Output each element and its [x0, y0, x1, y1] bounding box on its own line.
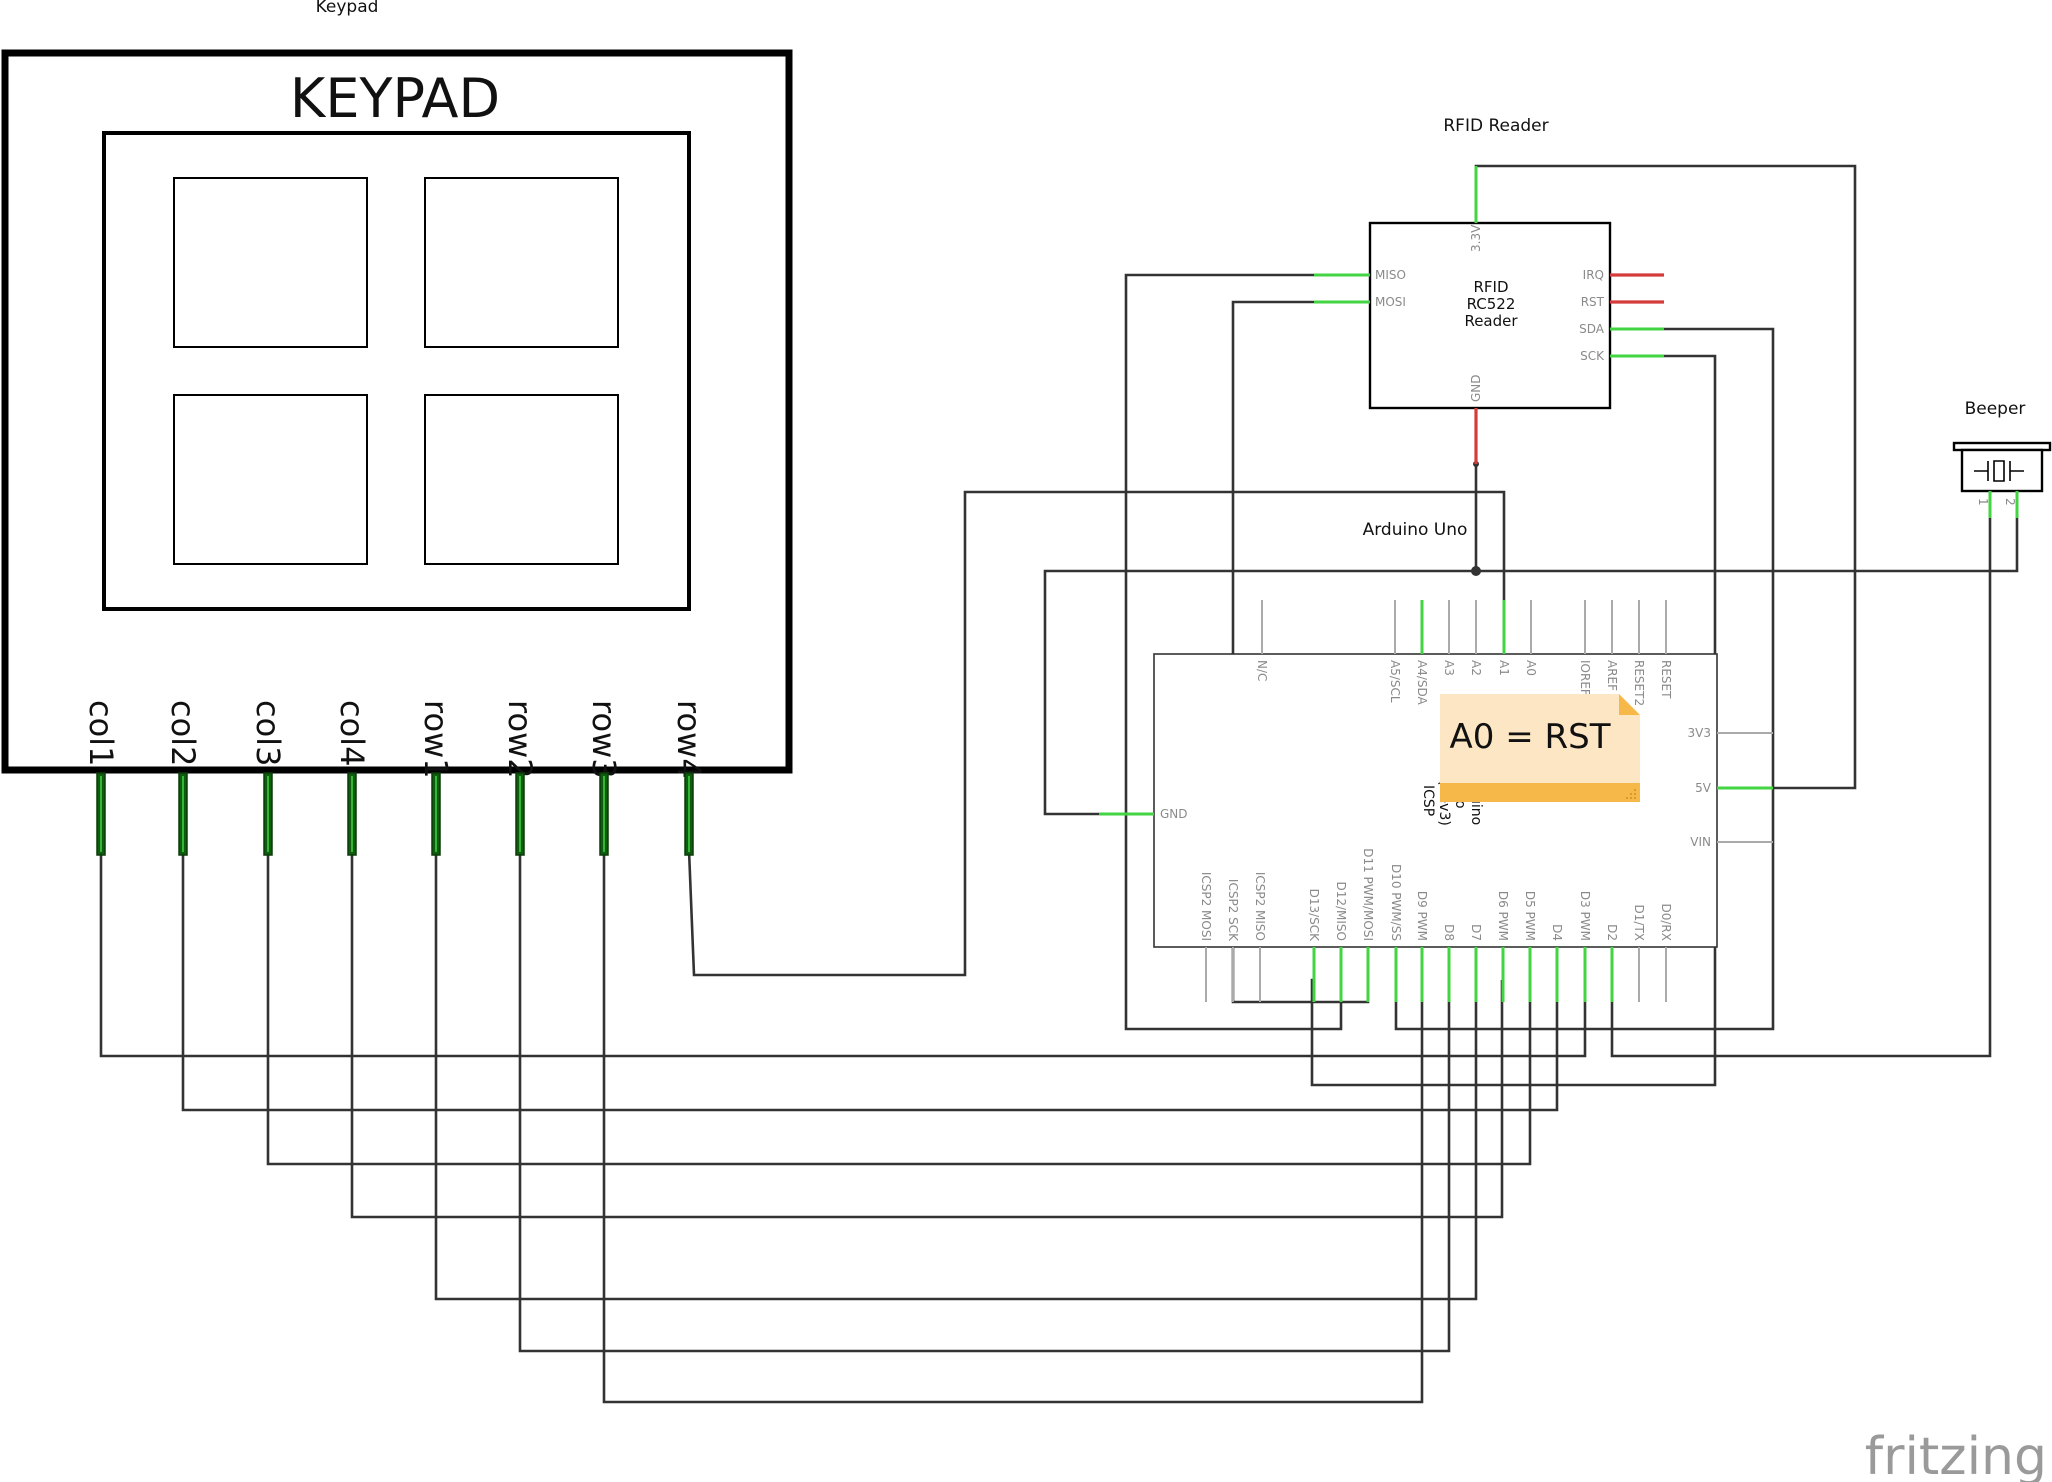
wire-gnd	[1043, 464, 1478, 816]
arduino-pin-a1-label: A1	[1497, 660, 1511, 676]
note-background	[1440, 694, 1640, 783]
arduino-pin-a5-scl-label: A5/SCL	[1388, 660, 1402, 703]
wire-row1	[434, 850, 1478, 1301]
arduino-pin-icsp2-sck-label: ICSP2 SCK	[1226, 879, 1240, 942]
arduino-pin-a0-label: A0	[1524, 660, 1538, 676]
wire-sda	[1394, 327, 1775, 1031]
beeper-pin-1-label: 1	[1976, 498, 1990, 506]
keypad-key-1	[173, 177, 368, 348]
arduino-pin-aref-label: AREF	[1605, 660, 1619, 691]
arduino-pin-vin-label: VIN	[1690, 835, 1711, 849]
rfid-pin-sda-label: SDA	[1579, 322, 1605, 336]
arduino-pin-5v-label: 5V	[1695, 781, 1712, 795]
rfid-pin-irq-label: IRQ	[1583, 268, 1604, 282]
wire-beeper-d2	[1610, 491, 1992, 1058]
arduino-pin-d6-pwm-label: D6 PWM	[1496, 891, 1510, 941]
wires	[99, 164, 2019, 1404]
arduino-top-pins: N/C A5/SCL A4/SDA A3 A2 A1 A0 IOREF AREF RESET2 RE…	[1255, 600, 1673, 706]
rfid-pin-mosi-label: MOSI	[1375, 295, 1406, 309]
keypad-pin-label-row3: row3	[585, 700, 623, 779]
rfid-pin-sck-label: SCK	[1580, 349, 1605, 363]
wire-col4	[350, 850, 1504, 1219]
wire-col2	[181, 850, 1559, 1112]
arduino-board-label-4: ICSP	[1420, 785, 1436, 816]
note-band	[1440, 783, 1640, 802]
wire-gnd-beeper	[1476, 491, 2019, 573]
wire-row4	[687, 490, 1506, 977]
keypad-pin-label-col2: col2	[164, 700, 202, 766]
rfid-reader-part[interactable]: RFID Reader RFID RC522 Reader 3.3V GND M…	[1314, 116, 1664, 464]
keypad-title: KEYPAD	[290, 67, 500, 130]
arduino-uno-part[interactable]: Arduino Uno N/C A5/SCL A4/SDA A3 A2 A1 A0 IOREF…	[1099, 520, 1773, 1002]
keypad-key-3	[173, 394, 368, 565]
arduino-bottom-pins: ICSP2 MOSI ICSP2 SCK ICSP2 MISO D13/SCK D12/…	[1199, 848, 1673, 1002]
fritzing-watermark: fritzing	[1865, 1427, 2047, 1482]
keypad-pin-label-col1: col1	[82, 700, 120, 766]
beeper-part[interactable]: Beeper 1 2	[1952, 399, 2052, 518]
arduino-pin-d2-label: D2	[1605, 924, 1619, 941]
rfid-name-line-2: RC522	[1467, 295, 1516, 313]
arduino-pin-d9-pwm-label: D9 PWM	[1415, 891, 1429, 941]
arduino-pin-icsp2-miso-label: ICSP2 MISO	[1253, 872, 1267, 941]
keypad-key-4	[424, 394, 619, 565]
keypad-part-label: Keypad	[316, 0, 379, 17]
arduino-pin-3v3-label: 3V3	[1688, 726, 1711, 740]
keypad-pin-label-row1: row1	[417, 700, 455, 779]
arduino-pin-a4-sda-label: A4/SDA	[1415, 660, 1429, 706]
arduino-pin-a3-label: A3	[1442, 660, 1456, 676]
arduino-pin-d13-sck-label: D13/SCK	[1307, 889, 1321, 943]
keypad-pin-labels: col1 col2 col3 col4 row1 row2 row3 row4	[82, 700, 708, 779]
arduino-pin-d10-pwm-ss-label: D10 PWM/SS	[1389, 864, 1403, 941]
wire-col3	[266, 850, 1532, 1166]
rfid-name-line-1: RFID	[1473, 278, 1508, 296]
arduino-pin-d8-label: D8	[1442, 924, 1456, 941]
keypad-key-2	[424, 177, 619, 348]
arduino-pin-d4-label: D4	[1550, 924, 1564, 941]
rfid-part-label: RFID Reader	[1443, 116, 1548, 136]
note-sticky[interactable]: A0 = RST	[1440, 694, 1640, 802]
arduino-board-label-1: uino	[1468, 795, 1484, 825]
arduino-pin-reset-label: RESET	[1659, 660, 1673, 699]
note-text: A0 = RST	[1450, 717, 1611, 757]
arduino-pin-d5-pwm-label: D5 PWM	[1523, 891, 1537, 941]
beeper-part-label: Beeper	[1965, 399, 2026, 419]
rfid-name-line-3: Reader	[1464, 312, 1518, 330]
arduino-pin-d7-label: D7	[1469, 924, 1483, 941]
rfid-pin-gnd-label: GND	[1469, 374, 1483, 402]
wire-row3	[602, 850, 1424, 1404]
arduino-part-label: Arduino Uno	[1363, 520, 1468, 540]
arduino-pin-d11-pwm-mosi-label: D11 PWM/MOSI	[1361, 848, 1375, 941]
arduino-pin-n-c-label: N/C	[1255, 660, 1269, 681]
rfid-body	[1368, 221, 1612, 410]
arduino-pin-d3-pwm-label: D3 PWM	[1578, 891, 1592, 941]
arduino-pin-gnd-label: GND	[1160, 807, 1188, 821]
beeper-symbol	[1974, 460, 2024, 482]
junction-gnd	[1471, 566, 1481, 576]
note-fold	[1619, 694, 1640, 715]
beeper-pin-2-label: 2	[2003, 498, 2017, 506]
wire-sck	[1310, 354, 1717, 1087]
rfid-pin-3v3-label: 3.3V	[1469, 224, 1483, 252]
keypad-pin-label-row4: row4	[670, 700, 708, 779]
keypad-pin-label-row2: row2	[501, 700, 539, 779]
keypad-pins	[96, 772, 694, 856]
keypad-part[interactable]: Keypad KEYPAD col1 col2 col3 col4 row1 row2 ro…	[1, 0, 793, 856]
rfid-pin-rst-label: RST	[1581, 295, 1605, 309]
arduino-pin-icsp2-mosi-label: ICSP2 MOSI	[1199, 872, 1213, 941]
wire-col1	[99, 850, 1587, 1058]
note-resize-grip	[1626, 789, 1636, 799]
keypad-pin-label-col3: col3	[249, 700, 287, 766]
arduino-board-label-2: o	[1452, 800, 1468, 809]
arduino-pin-ioref-label: IOREF	[1578, 660, 1592, 696]
keypad-pin-label-col4: col4	[333, 700, 371, 766]
arduino-pin-reset2-label: RESET2	[1632, 660, 1646, 706]
arduino-pin-d0-rx-label: D0/RX	[1659, 904, 1673, 941]
arduino-pin-a2-label: A2	[1469, 660, 1483, 676]
wire-row2	[518, 850, 1451, 1353]
rfid-pin-miso-label: MISO	[1375, 268, 1406, 282]
wire-miso	[1124, 273, 1343, 1031]
arduino-pin-d1-tx-label: D1/TX	[1632, 905, 1646, 941]
arduino-pin-d12-miso-label: D12/MISO	[1334, 881, 1348, 941]
